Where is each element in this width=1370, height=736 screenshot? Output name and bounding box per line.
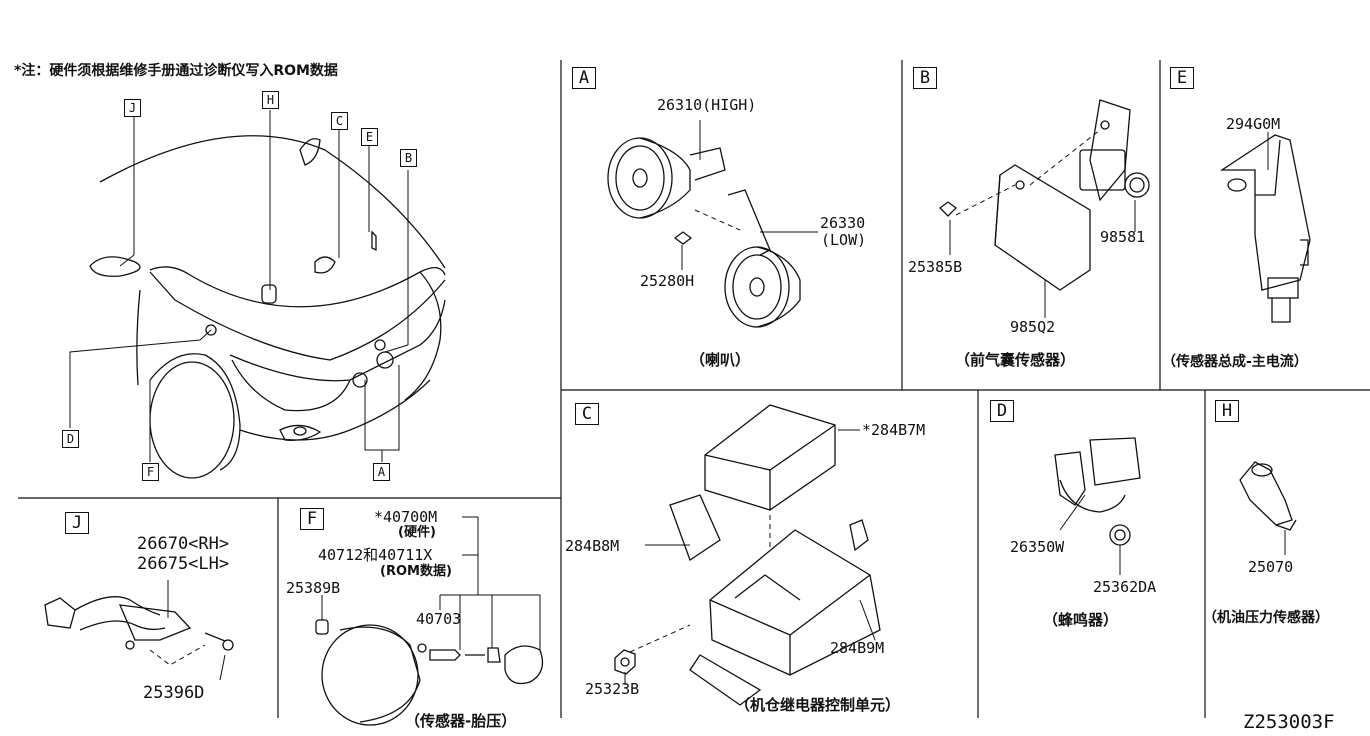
- callout-f[interactable]: F: [142, 463, 159, 481]
- part-284b9m: 284B9M: [830, 639, 885, 657]
- section-d-caption: （蜂鸣器）: [1043, 611, 1119, 629]
- part-40700m: *40700M: [374, 508, 438, 526]
- part-25385b: 25385B: [908, 258, 963, 276]
- section-a-caption: （喇叭）: [690, 351, 751, 369]
- section-a-label: A: [572, 67, 596, 89]
- overview-leader-lines: [69, 110, 409, 462]
- section-h-caption: （机油压力传感器）: [1203, 610, 1329, 626]
- tire-pressure-sensor-icon: [315, 619, 544, 726]
- part-25323b: 25323B: [585, 680, 640, 698]
- horn-leaders: [681, 120, 818, 270]
- section-j-label: J: [65, 512, 89, 534]
- section-b-caption: （前气囊传感器）: [955, 351, 1076, 369]
- part-25389b: 25389B: [286, 579, 341, 597]
- callout-j[interactable]: J: [124, 99, 141, 117]
- part-25280h: 25280H: [640, 272, 695, 290]
- part-rom-note: (ROM数据): [380, 564, 452, 579]
- part-26350w: 26350W: [1010, 538, 1065, 556]
- part-284b8m: 284B8M: [565, 537, 620, 555]
- callout-b[interactable]: B: [400, 149, 417, 167]
- section-f-label: F: [300, 508, 324, 530]
- callout-h[interactable]: H: [262, 91, 279, 109]
- section-c-caption: （机仓继电器控制单元）: [735, 696, 901, 714]
- part-294g0m: 294G0M: [1226, 115, 1281, 133]
- diagram-id: Z253003F: [1243, 711, 1335, 733]
- part-985q2: 985Q2: [1010, 318, 1056, 336]
- headlamp-leveling-sensor-icon: [44, 596, 234, 651]
- part-98581: 98581: [1100, 228, 1146, 246]
- part-25362da: 25362DA: [1093, 578, 1157, 596]
- callout-c[interactable]: C: [331, 112, 348, 130]
- section-b-label: B: [913, 67, 937, 89]
- section-d-label: D: [990, 400, 1014, 422]
- part-40700m-note: (硬件): [398, 525, 436, 540]
- oil-pressure-sensor-icon: [1239, 461, 1297, 531]
- buzzer-leaders: [1059, 494, 1121, 575]
- section-h-label: H: [1215, 400, 1239, 422]
- callout-a[interactable]: A: [373, 463, 390, 481]
- part-25396d: 25396D: [143, 683, 205, 703]
- car-front-icon: [89, 135, 446, 479]
- section-f-caption: （传感器-胎压）: [405, 712, 517, 730]
- relay-leaders: [624, 429, 876, 685]
- part-26310-high: 26310(HIGH): [657, 96, 757, 114]
- part-40703: 40703: [416, 610, 462, 628]
- buzzer-icon: [1054, 437, 1141, 546]
- part-40712-40711x: 40712和40711X: [318, 546, 433, 564]
- section-e-label: E: [1170, 67, 1194, 89]
- horn-icon: [607, 137, 801, 328]
- part-26670-rh: 26670<RH>: [137, 534, 230, 554]
- part-284b7m: *284B7M: [862, 421, 926, 439]
- section-e-caption: （传感器总成-主电流）: [1162, 354, 1308, 370]
- current-sensor-icon: [1219, 134, 1311, 323]
- frame-lines: [18, 60, 1370, 718]
- part-26330: 26330: [820, 214, 866, 232]
- relay-control-unit-icon: [614, 404, 881, 706]
- leveling-leaders: [149, 580, 226, 681]
- airbag-sensor-icon: [939, 99, 1150, 291]
- section-c-label: C: [575, 403, 599, 425]
- tpms-leaders: [321, 516, 541, 650]
- part-26675-lh: 26675<LH>: [137, 554, 230, 574]
- rom-note: *注：硬件须根据维修手册通过诊断仪写入ROM数据: [14, 63, 338, 79]
- callout-e[interactable]: E: [361, 128, 378, 146]
- part-26330-low: (LOW): [821, 231, 867, 249]
- callout-d[interactable]: D: [62, 430, 79, 448]
- part-25070: 25070: [1248, 558, 1294, 576]
- airbag-leaders: [949, 129, 1136, 318]
